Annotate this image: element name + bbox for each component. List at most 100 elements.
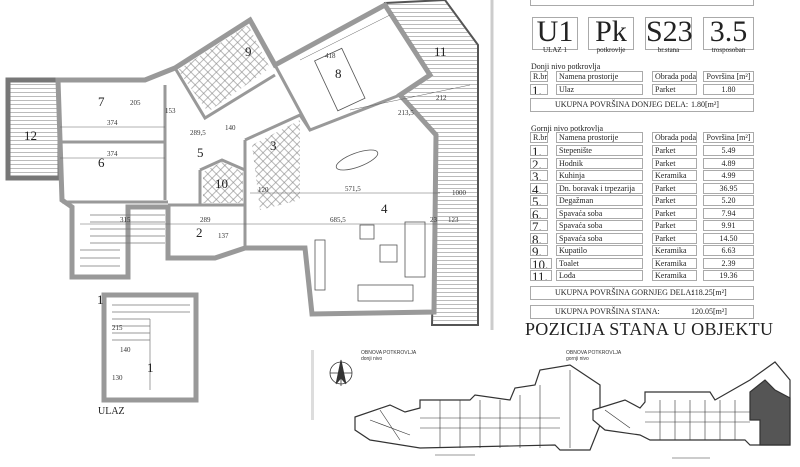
badge-caption: trosposoban [711,46,746,54]
entry-label: ULAZ [98,406,125,417]
apartment-total: UKUPNA POVRŠINA STANA: 120.05[m²] [530,305,754,319]
badge-caption: potkrovlje [596,46,626,54]
room-label: 12 [24,128,37,143]
floor-finish: Parket [652,145,697,156]
floor-finish: Parket [652,207,697,219]
room-name: Spavaća soba [556,207,643,219]
total-label: UKUPNA POVRŠINA STANA: [555,307,660,316]
dimension-label: 130 [112,374,123,382]
dimension-label: 418 [325,52,336,60]
badge-caption: ULAZ 1 [543,46,567,54]
lower-total: UKUPNA POVRŠINA DONJEG DELA: 1.80[m²] [530,98,754,112]
room-name: Ulaz [556,84,643,95]
badge-value: U1 [536,15,574,48]
header-room-name: Namena prostorije [556,132,643,143]
room-area: 1.80 [703,84,754,95]
row-number: 8. [530,232,548,244]
dimension-label: 137 [218,232,229,240]
room-name: Hodnik [556,157,643,169]
key-plan-upper-label: OBNOVA POTKROVLJA gornji nivo [566,350,621,362]
dimension-label: 213,5 [398,109,414,117]
header-floor-finish: Obrada poda [652,132,697,143]
total-value: 120.05[m²] [691,307,727,316]
header-floor-finish: Obrada poda [652,71,697,82]
upper-total: UKUPNA POVRŠINA GORNJEG DELA: 118.25[m²] [530,286,754,300]
bathroom-tiles [178,25,270,112]
room-label: 3 [270,138,277,153]
room-label: 11 [434,44,447,59]
dimension-label: 289 [200,216,211,224]
dimension-label: 205 [130,99,141,107]
room-area: 9.91 [703,220,754,231]
dimension-label: 123 [448,216,459,224]
room-label: 1 [97,292,104,307]
row-number: 10. [530,257,552,269]
row-number: 3. [530,170,548,181]
floor-finish: Keramika [652,170,697,181]
header-room-name: Namena prostorije [556,71,643,82]
north-arrow-icon [329,359,353,386]
floor-plan: 1 2 3 4 5 6 7 8 9 10 11 12 1 ULAZ 374 37… [5,0,494,417]
room-area: 2.39 [703,257,754,269]
room-area: 6.63 [703,245,754,256]
room-area: 4.99 [703,170,754,181]
floor-finish: Parket [652,232,697,244]
kitchen-tiles [252,120,300,210]
room-area: 5.20 [703,195,754,206]
key-plan-lower [354,364,601,456]
room-area: 7.94 [703,207,754,219]
floor-finish: Parket [652,195,697,206]
room-name: Toalet [556,257,643,269]
badge-value: S23 [646,15,693,48]
room-name: Stepenište [556,145,643,156]
room-label: 1 [147,360,154,375]
header-rbr: R.br. [530,132,548,143]
dimension-label: 23 [430,216,438,224]
dimension-label: 571,5 [345,185,361,193]
floor-finish: Keramika [652,257,697,269]
row-number: 7. [530,220,548,231]
apartment-outline [55,1,439,317]
dimension-label: 315 [120,216,131,224]
row-number: 4. [530,182,548,194]
total-label: UKUPNA POVRŠINA DONJEG DELA: [555,100,689,109]
room-label: 4 [381,201,388,216]
dimension-label: 685,5 [330,216,346,224]
room-label: 2 [196,225,203,240]
room-area: 36.95 [703,182,754,194]
dimension-label: 289,5 [190,129,206,137]
interior-walls [62,64,401,248]
room-area: 19.36 [703,270,754,281]
row-number: 11. [530,270,552,281]
building-title-box [530,0,754,6]
dimension-label: 1000 [452,189,467,197]
row-number: 9. [530,245,548,256]
position-title: POZICIJA STANA U OBJEKTU [525,319,774,339]
dimension-label: 374 [107,150,118,158]
dimension-label: 120 [258,186,269,194]
room-label: 9 [245,44,252,59]
floor-finish: Parket [652,220,697,231]
divider [311,350,314,420]
dimension-label: 140 [225,124,236,132]
dimension-label: 140 [120,346,131,354]
floor-finish: Keramika [652,245,697,256]
lower-level-title: Donji nivo potkrovlja [531,62,601,71]
total-label: UKUPNA POVRŠINA GORNJEG DELA: [555,288,694,297]
key-plan-lower-label: OBNOVA POTKROVLJA donji nivo [361,350,416,362]
furniture [314,47,426,302]
key-plan-subtitle: donji nivo [361,356,383,362]
dimension-label: 153 [165,107,176,115]
key-plan-upper [592,361,791,459]
key-plans [329,359,791,459]
room-name: Kupatilo [556,245,643,256]
row-number: 2. [530,157,548,169]
dimension-label: 374 [107,119,118,127]
total-value: 118.25[m²] [691,288,727,297]
room-name: Kuhinja [556,170,643,181]
staircase [80,214,165,267]
